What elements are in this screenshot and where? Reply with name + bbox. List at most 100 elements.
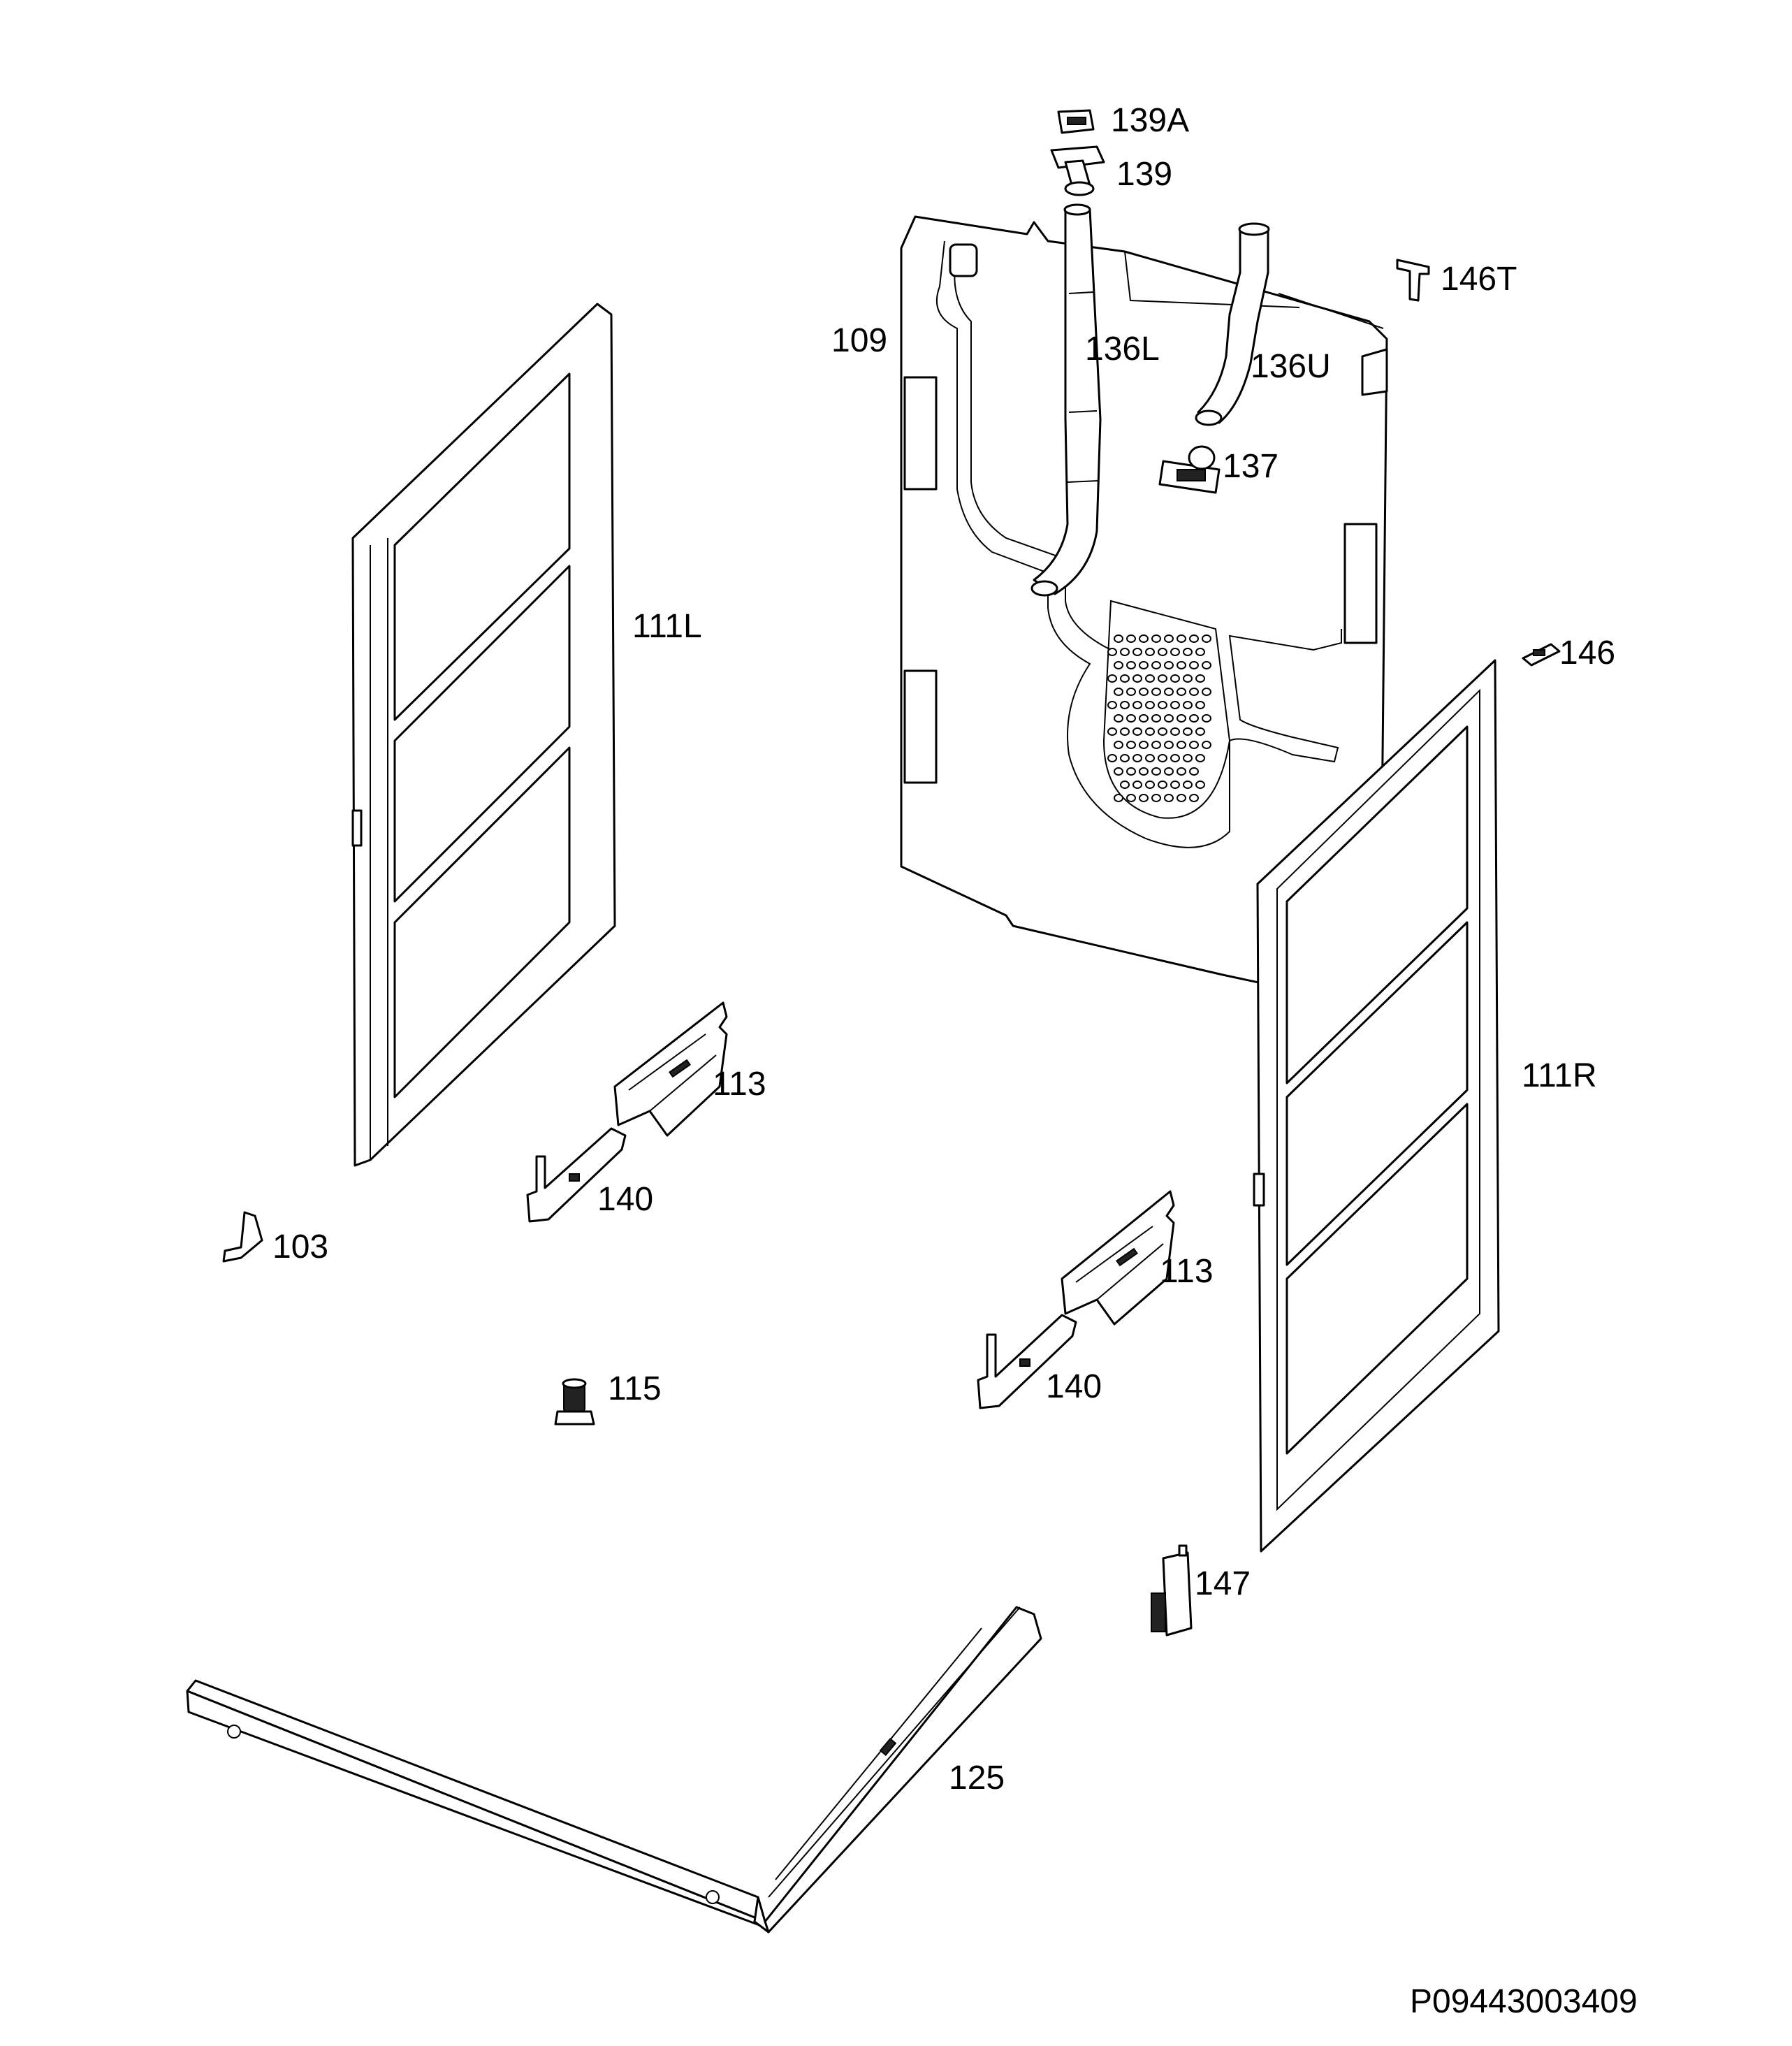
perforation-hole — [1177, 794, 1186, 802]
perforation-hole — [1195, 781, 1205, 789]
perforation-hole — [1170, 701, 1180, 709]
perforation-hole — [1195, 674, 1205, 683]
perforation-hole — [1107, 727, 1117, 736]
perforation-hole — [1189, 661, 1199, 669]
perforation-hole — [1139, 688, 1149, 696]
perforation-hole — [1170, 727, 1180, 736]
perforation-hole — [1177, 767, 1186, 776]
perforation-hole — [1145, 781, 1155, 789]
perforation-hole — [1202, 714, 1211, 723]
part-139-connector — [1050, 145, 1105, 196]
perforation-hole — [1139, 767, 1149, 776]
label-125: 125 — [949, 1760, 1005, 1797]
perforation-hole — [1202, 634, 1211, 643]
perforation-hole — [1195, 648, 1205, 656]
label-137: 137 — [1223, 448, 1279, 485]
perforation-hole — [1126, 794, 1136, 802]
perforation-hole — [1132, 648, 1142, 656]
label-136U: 136U — [1251, 348, 1331, 385]
perforation-hole — [1132, 701, 1142, 709]
perforation-hole — [1114, 767, 1123, 776]
part-136U-hose — [1195, 222, 1270, 426]
perforation-hole — [1195, 754, 1205, 762]
perforation-hole — [1139, 661, 1149, 669]
perforation-hole — [1177, 688, 1186, 696]
perforation-hole — [1114, 688, 1123, 696]
perforation-hole — [1158, 727, 1167, 736]
perforation-hole — [1126, 688, 1136, 696]
perforation-hole — [1151, 634, 1161, 643]
perforation-hole — [1126, 661, 1136, 669]
perforation-hole — [1126, 741, 1136, 749]
perforation-hole — [1132, 781, 1142, 789]
perforation-hole — [1145, 727, 1155, 736]
perforation-hole — [1183, 727, 1193, 736]
label-140-lower: 140 — [1046, 1368, 1102, 1405]
perforation-hole — [1151, 714, 1161, 723]
perforation-hole — [1120, 648, 1130, 656]
perforation-hole — [1177, 634, 1186, 643]
perforation-hole — [1158, 781, 1167, 789]
perforation-hole — [1177, 714, 1186, 723]
perforation-hole — [1120, 674, 1130, 683]
label-113-lower: 113 — [1160, 1253, 1214, 1290]
perforation-hole — [1126, 714, 1136, 723]
part-140-hinge-plate-upper — [526, 1127, 627, 1223]
perforation-hole — [1164, 714, 1174, 723]
part-115-foot — [554, 1378, 595, 1425]
perforation-hole — [1120, 781, 1130, 789]
perforation-hole — [1177, 741, 1186, 749]
perforation-hole — [1164, 767, 1174, 776]
part-146T-bracket — [1396, 259, 1430, 302]
perforation-hole — [1151, 688, 1161, 696]
perforation-grid — [1107, 634, 1211, 802]
perforation-hole — [1107, 674, 1117, 683]
perforation-hole — [1189, 741, 1199, 749]
label-140-upper: 140 — [597, 1181, 653, 1218]
perforation-hole — [1107, 754, 1117, 762]
perforation-hole — [1151, 661, 1161, 669]
perforation-hole — [1107, 648, 1117, 656]
perforation-hole — [1107, 701, 1117, 709]
part-139A-cap — [1057, 109, 1095, 134]
perforation-hole — [1114, 741, 1123, 749]
perforation-hole — [1202, 741, 1211, 749]
label-136L: 136L — [1085, 331, 1160, 368]
perforation-hole — [1151, 794, 1161, 802]
perforation-hole — [1183, 754, 1193, 762]
perforation-hole — [1202, 661, 1211, 669]
perforation-hole — [1139, 634, 1149, 643]
perforation-hole — [1145, 754, 1155, 762]
perforation-hole — [1139, 794, 1149, 802]
perforation-hole — [1151, 741, 1161, 749]
perforation-hole — [1158, 754, 1167, 762]
part-136L-hose — [1030, 203, 1102, 597]
part-labels: 139A 139 146T 109 136L 136U 137 111L 146… — [272, 102, 1638, 2020]
part-147-bracket — [1151, 1544, 1193, 1637]
part-113-hinge-lower — [1061, 1190, 1175, 1326]
label-139: 139 — [1116, 156, 1172, 193]
part-113-hinge-upper — [613, 1001, 728, 1137]
perforation-hole — [1145, 648, 1155, 656]
perforation-hole — [1164, 688, 1174, 696]
perforation-hole — [1158, 674, 1167, 683]
label-115: 115 — [608, 1370, 662, 1407]
perforation-hole — [1170, 754, 1180, 762]
perforation-hole — [1164, 634, 1174, 643]
part-103-clip — [222, 1211, 263, 1263]
perforation-hole — [1132, 674, 1142, 683]
label-103: 103 — [272, 1228, 328, 1265]
part-109-back-panel — [900, 215, 1388, 1036]
perforation-hole — [1189, 688, 1199, 696]
part-111L-left-frame — [351, 303, 616, 1167]
drawing-number: P09443003409 — [1410, 1983, 1638, 2020]
perforation-hole — [1189, 634, 1199, 643]
part-137-clip — [1158, 445, 1221, 494]
perforation-hole — [1189, 794, 1199, 802]
part-140-hinge-plate-lower — [977, 1314, 1077, 1409]
label-111L: 111L — [632, 608, 702, 645]
perforation-hole — [1139, 714, 1149, 723]
label-139A: 139A — [1111, 102, 1189, 139]
perforation-hole — [1164, 741, 1174, 749]
perforation-hole — [1195, 727, 1205, 736]
